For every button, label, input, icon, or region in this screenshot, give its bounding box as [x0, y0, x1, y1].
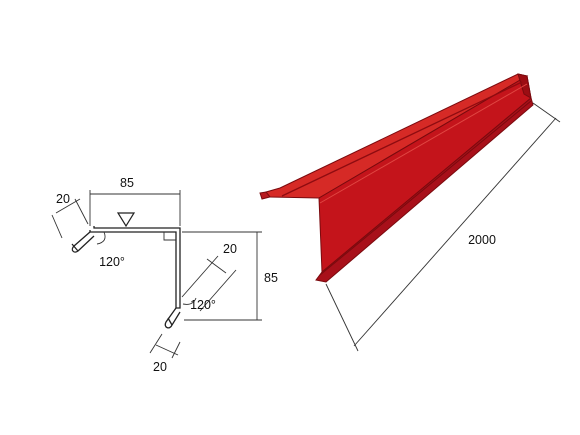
- profile-ridge-line: [281, 81, 523, 197]
- left-hem-inner: [71, 243, 79, 252]
- flashing-3d-view: [259, 73, 534, 283]
- dimension-length: [325, 102, 561, 352]
- left-angle-label: 120°: [99, 255, 125, 269]
- right-angle-label: 120°: [190, 298, 216, 312]
- dimension-left-flange: [51, 198, 89, 239]
- right-angle-mark: [163, 232, 176, 241]
- cross-section-profile: [71, 226, 181, 329]
- profile-fold-line: [319, 83, 528, 204]
- dimension-bottom-flange: [149, 333, 181, 359]
- right-flange-label: 20: [223, 242, 237, 256]
- right-angle-arc: [182, 297, 197, 305]
- bottom-hem-flange: [164, 307, 181, 329]
- right-height-label: 85: [264, 271, 278, 285]
- dimension-right-flange: [181, 255, 237, 312]
- dimension-right-height: [182, 231, 262, 321]
- down-triangle-icon: [116, 212, 136, 228]
- left-flange-label: 20: [56, 192, 70, 206]
- top-width-label: 85: [120, 176, 134, 190]
- bottom-hem-inner: [167, 317, 173, 326]
- profile-top-lip: [259, 191, 271, 200]
- bottom-flange-label: 20: [153, 360, 167, 374]
- length-label: 2000: [468, 233, 496, 247]
- left-angle-arc: [96, 231, 106, 245]
- dimension-top-width: [89, 190, 181, 226]
- profile-flange-line: [319, 100, 532, 276]
